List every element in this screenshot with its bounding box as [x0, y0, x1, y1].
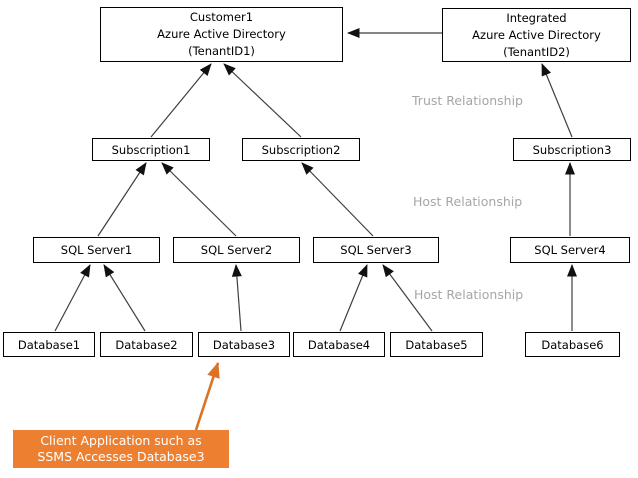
node-database6: Database6	[525, 332, 620, 357]
arrow-database5-to-sql-server3	[382, 264, 433, 332]
node-label: Subscription3	[532, 142, 612, 157]
trust-relationship-label: Trust Relationship	[412, 93, 523, 108]
host-relationship-label-lower: Host Relationship	[414, 287, 524, 302]
callout-line: SSMS Accesses Database3	[37, 449, 205, 464]
arrow-database2-to-sql-server1	[103, 264, 146, 332]
node-label: Database6	[541, 337, 604, 352]
arrow-sql-server2-to-subscription1	[161, 162, 237, 237]
node-customer-aad: Customer1 Azure Active Directory (Tenant…	[100, 7, 343, 62]
node-sql-server3: SQL Server3	[313, 237, 439, 263]
host-relationship-label-upper: Host Relationship	[413, 194, 523, 209]
node-label: SQL Server3	[340, 243, 412, 257]
node-label: Database5	[405, 337, 468, 352]
node-subscription2: Subscription2	[242, 138, 360, 161]
node-database3: Database3	[198, 332, 290, 357]
arrow-subscription1-to-customer-aad	[150, 63, 212, 138]
node-integrated-aad: Integrated Azure Active Directory (Tenan…	[442, 8, 631, 62]
arrow-database4-to-sql-server3	[339, 264, 368, 332]
arrow-subscription2-to-customer-aad	[223, 63, 302, 138]
node-label-line: Azure Active Directory	[157, 27, 286, 41]
node-label: Database3	[212, 337, 276, 352]
node-database4: Database4	[293, 332, 385, 357]
node-database1: Database1	[3, 332, 95, 357]
callout-line: Client Application such as	[40, 433, 202, 448]
node-subscription3: Subscription3	[513, 138, 631, 161]
arrow-sql-server3-to-subscription2	[301, 162, 374, 237]
node-sql-server2: SQL Server2	[173, 237, 300, 263]
node-label: Database2	[115, 337, 178, 352]
node-label-line: (TenantID1)	[188, 44, 255, 58]
arrow-sql-server1-to-subscription1	[97, 162, 147, 237]
node-label-line: Azure Active Directory	[472, 27, 601, 42]
node-label: Database4	[307, 337, 371, 352]
node-database2: Database2	[100, 332, 193, 357]
node-label-line: Integrated	[506, 10, 567, 25]
node-sql-server1: SQL Server1	[33, 237, 160, 263]
node-label: Subscription1	[111, 142, 191, 157]
node-label: Subscription2	[261, 142, 341, 157]
arrow-database1-to-sql-server1	[54, 264, 91, 332]
node-label: SQL Server4	[534, 243, 606, 257]
node-label-line: Customer1	[189, 10, 254, 24]
node-label: Database1	[17, 337, 81, 352]
arrow-callout-to-database3	[194, 362, 220, 431]
arrow-subscription3-to-integrated-aad	[541, 63, 573, 138]
node-label: SQL Server1	[60, 243, 133, 257]
node-subscription1: Subscription1	[92, 138, 210, 161]
node-label-line: (TenantID2)	[503, 44, 570, 59]
client-application-callout: Client Application such as SSMS Accesses…	[13, 430, 229, 468]
node-database5: Database5	[390, 332, 483, 357]
arrow-database3-to-sql-server2	[231, 264, 242, 332]
node-label: SQL Server2	[200, 243, 273, 257]
node-sql-server4: SQL Server4	[510, 237, 630, 263]
